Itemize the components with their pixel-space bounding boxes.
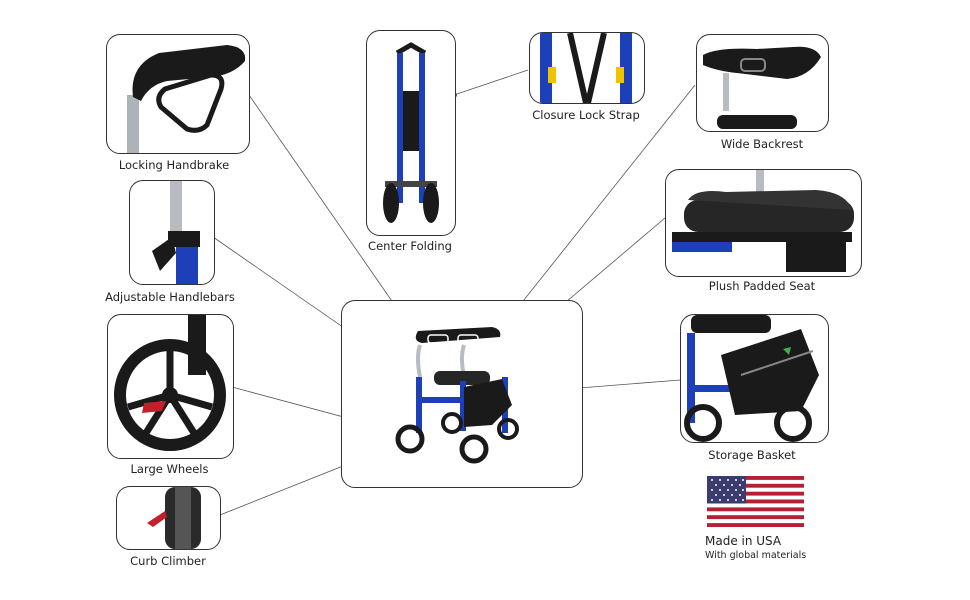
wide-backrest-photo: [696, 34, 829, 132]
adjustable-handlebars-label: Adjustable Handlebars: [105, 290, 235, 304]
global-materials-label: With global materials: [705, 550, 807, 561]
storage-basket-label: Storage Basket: [708, 448, 796, 462]
wide-backrest-label: Wide Backrest: [720, 137, 804, 151]
adjustable-handlebars-photo: [129, 180, 215, 285]
plush-padded-seat-photo: [665, 169, 862, 277]
closure-lock-strap-photo: [529, 32, 645, 104]
made-in-usa-label: Made in USA: [705, 534, 782, 548]
large-wheels-photo: [107, 314, 234, 459]
closure-lock-strap-label: Closure Lock Strap: [532, 108, 640, 122]
plush-padded-seat-label: Plush Padded Seat: [708, 279, 816, 293]
locking-handbrake-photo: [106, 34, 250, 154]
usa-flag-icon: [707, 476, 804, 527]
curb-climber-label: Curb Climber: [130, 554, 206, 568]
curb-climber-photo: [116, 486, 221, 550]
large-wheels-label: Large Wheels: [130, 462, 209, 476]
storage-basket-photo: [680, 314, 829, 443]
center-folding-label: Center Folding: [368, 239, 452, 253]
locking-handbrake-label: Locking Handbrake: [118, 158, 230, 172]
rollator-product-photo: [341, 300, 583, 488]
center-folding-photo: [366, 30, 456, 236]
